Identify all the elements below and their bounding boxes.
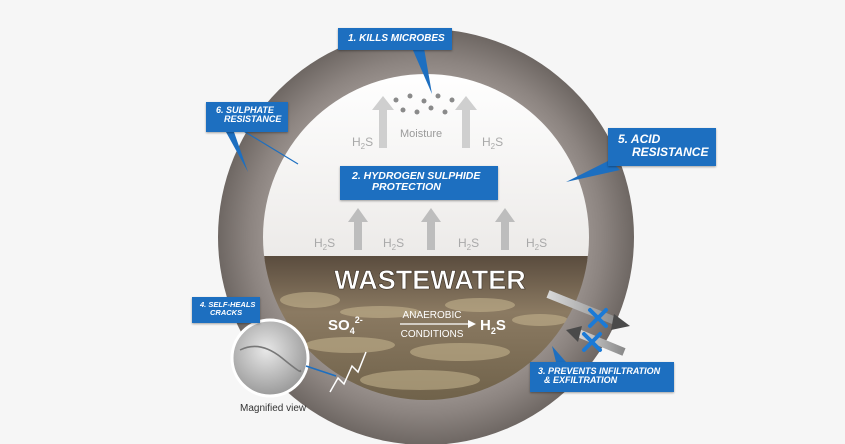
callout-text: 4. SELF-HEALS [200, 300, 256, 309]
lower-arrows [348, 208, 515, 250]
h2s-label: H2S [352, 135, 373, 151]
h2s-label: H2S [458, 236, 479, 252]
h2s-label: H2S [482, 135, 503, 151]
cross-mark [588, 308, 608, 328]
h2s-label: H2S [383, 236, 404, 252]
pointer-sulphate [226, 132, 248, 172]
callout-text: RESISTANCE [632, 144, 709, 159]
callout-text: PROTECTION [372, 181, 441, 194]
callout-text: RESISTANCE [224, 114, 282, 125]
callout-hydrogen-sulphide: 2. HYDROGEN SULPHIDE PROTECTION [340, 166, 498, 200]
callout-kills-microbes: 1. KILLS MICROBES [338, 28, 452, 50]
moisture-label: Moisture [400, 128, 442, 140]
pointer-infiltration [552, 346, 566, 362]
reaction-condition-top: ANAEROBIC [403, 310, 462, 321]
block-cross-marks [582, 308, 608, 352]
arrow-up-2 [421, 208, 441, 250]
infiltration-arrow-head [566, 326, 582, 342]
callout-sulphate-resistance: 6. SULPHATE RESISTANCE [206, 102, 288, 132]
reaction-arrow-head [468, 320, 476, 328]
callout-text: & EXFILTRATION [544, 375, 618, 386]
h2s-label: H2S [314, 236, 335, 252]
callout-text: 2. HYDROGEN SULPHIDE [352, 170, 481, 182]
h2s-product: H2S [480, 317, 506, 336]
callout-text: 3. PREVENTS INFILTRATION [538, 366, 661, 376]
wastewater-title: WASTEWATER [334, 265, 526, 295]
sulphate-formula: SO42- [328, 315, 363, 336]
arrow-up-3 [495, 208, 515, 250]
magnified-leader-line [305, 365, 337, 377]
magnified-view-caption: Magnified view [240, 403, 307, 414]
exfiltration-arrow-shaft [546, 290, 620, 326]
arrow-up-right [455, 96, 477, 148]
callout-text: 6. SULPHATE [216, 105, 274, 115]
magnified-view-circle [230, 318, 310, 398]
upper-arrows [372, 96, 477, 148]
h2s-labels: H2S H2S H2S H2S H2S H2S [314, 135, 547, 252]
sediment-texture [280, 292, 568, 390]
arrow-up-1 [348, 208, 368, 250]
pointer-kills-microbes [412, 48, 432, 94]
wall-crack [329, 351, 367, 393]
arrow-up-left [372, 96, 394, 148]
callout-pointers [226, 48, 620, 362]
callout-text: 1. KILLS MICROBES [348, 33, 445, 44]
callout-text: CRACKS [210, 307, 243, 317]
callout-acid-resistance: 5. ACID RESISTANCE [608, 128, 716, 166]
cross-mark [582, 332, 602, 352]
callout-text: 5. ACID [618, 132, 661, 146]
callout-self-heals: 4. SELF-HEALS CRACKS [192, 297, 260, 323]
exfiltration-arrow-head [611, 314, 630, 330]
reaction-condition-bottom: CONDITIONS [401, 329, 464, 340]
moisture-droplets [393, 93, 455, 115]
magnified-crack [239, 345, 302, 373]
pointer-acid [566, 160, 620, 182]
h2s-label: H2S [526, 236, 547, 252]
callout-prevents-infiltration: 3. PREVENTS INFILTRATION & EXFILTRATION [530, 362, 674, 392]
